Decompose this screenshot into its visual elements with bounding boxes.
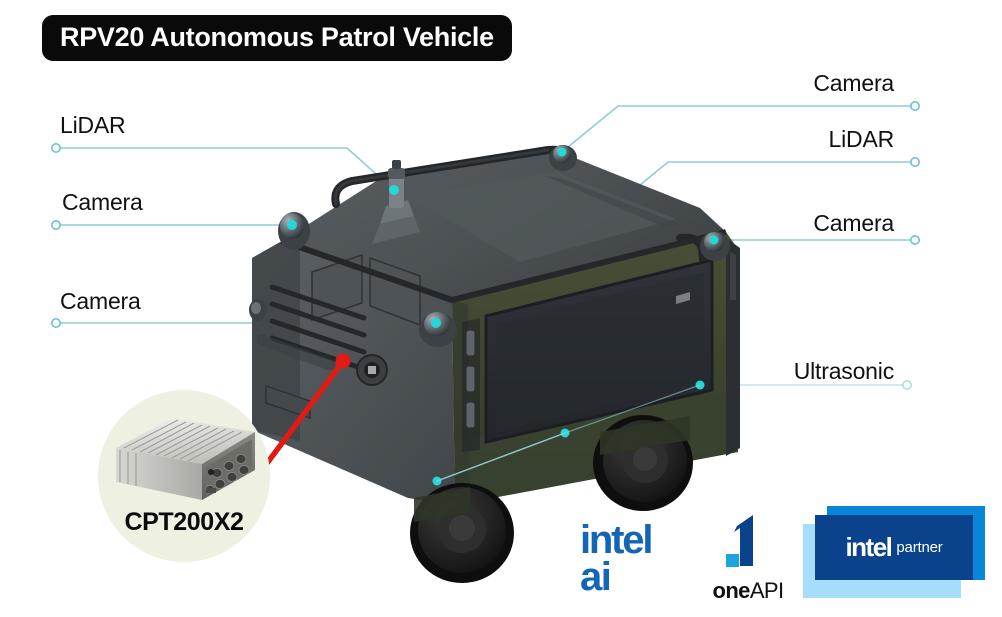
partner-badge-brand: intel xyxy=(845,532,892,562)
partner-logo-strip: intel ai oneAPI intel partner xyxy=(575,500,995,610)
callout-label-lidar-right: LiDAR xyxy=(828,126,895,152)
module-badge: CPT200X2 xyxy=(98,390,270,562)
partner-badge-text: intel partner xyxy=(815,515,973,580)
lidar-turret xyxy=(372,160,420,244)
oneapi-logo-text: oneAPI xyxy=(693,578,803,604)
module-caption: CPT200X2 xyxy=(124,508,244,536)
vehicle-body xyxy=(249,145,740,583)
camera-rear-top-housing xyxy=(549,145,577,171)
oneapi-logo-regular: API xyxy=(749,578,784,603)
oneapi-logo-bold: one xyxy=(712,578,751,603)
callout-endpoints-left xyxy=(50,143,61,328)
side-sensor-nub xyxy=(249,299,267,321)
camera-mid-housing xyxy=(419,312,457,347)
camera-right-housing xyxy=(700,231,730,261)
callout-label-camera-right-bottom: Camera xyxy=(813,210,894,236)
page-title-text: RPV20 Autonomous Patrol Vehicle xyxy=(60,22,494,52)
oneapi-numeral-icon xyxy=(726,515,753,567)
page-title: RPV20 Autonomous Patrol Vehicle xyxy=(42,15,512,62)
camera-front-left-housing xyxy=(278,212,310,250)
callout-label-lidar-left: LiDAR xyxy=(60,112,126,138)
module-pointer-arrow xyxy=(259,353,351,473)
oneapi-logo: oneAPI xyxy=(693,512,803,604)
callout-label-camera-left-top: Camera xyxy=(62,189,143,215)
callout-label-camera-right-top: Camera xyxy=(813,70,894,96)
partner-badge-suffix: partner xyxy=(896,539,943,556)
intel-partner-badge: intel partner xyxy=(803,506,985,602)
callout-label-camera-left-bottom: Camera xyxy=(60,288,141,314)
intel-ai-logo: intel ai xyxy=(580,518,653,599)
intel-ai-logo-line1: intel xyxy=(580,518,653,562)
module-device-image xyxy=(116,418,255,500)
callout-label-ultrasonic: Ultrasonic xyxy=(793,358,894,384)
partner-badge-layer-dark xyxy=(815,515,973,580)
intel-ai-logo-line2: ai xyxy=(580,554,612,599)
callout-endpoints-right xyxy=(901,101,920,390)
